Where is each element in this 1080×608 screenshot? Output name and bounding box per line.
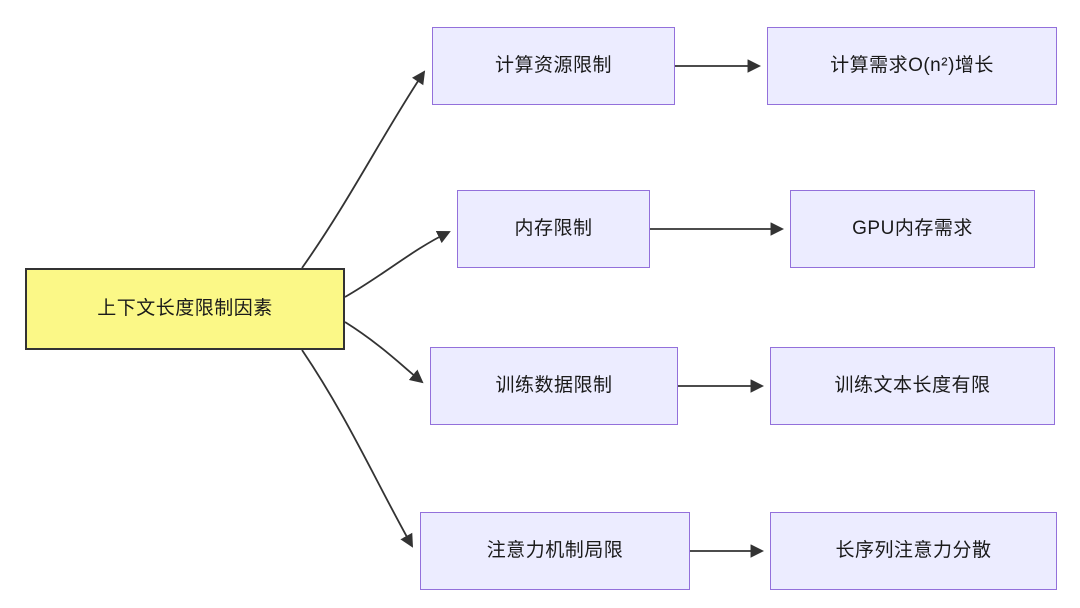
node-root-label: 上下文长度限制因素 xyxy=(97,297,273,319)
edge-root-to-branch3 xyxy=(344,321,424,384)
node-compute-resource-limit: 计算资源限制 xyxy=(432,27,675,105)
edge-root-to-branch4 xyxy=(301,349,413,548)
node-label: 长序列注意力分散 xyxy=(835,539,992,561)
edge-root-to-branch1 xyxy=(301,70,426,269)
edge-root-to-branch2 xyxy=(344,230,451,298)
node-training-text-length-limited: 训练文本长度有限 xyxy=(770,347,1055,425)
node-compute-demand-growth: 计算需求O(n²)增长 xyxy=(767,27,1057,105)
node-label: 注意力机制局限 xyxy=(486,539,624,561)
node-attention-mechanism-limitation: 注意力机制局限 xyxy=(420,512,690,590)
node-root: 上下文长度限制因素 xyxy=(25,268,345,350)
node-memory-limit: 内存限制 xyxy=(457,190,650,268)
node-label: 内存限制 xyxy=(514,217,593,239)
node-label: GPU内存需求 xyxy=(852,217,973,239)
node-long-sequence-attention-dispersion: 长序列注意力分散 xyxy=(770,512,1057,590)
node-label: 计算资源限制 xyxy=(494,54,612,76)
node-label: 训练文本长度有限 xyxy=(834,374,991,396)
node-label: 计算需求O(n²)增长 xyxy=(830,54,994,76)
node-label: 训练数据限制 xyxy=(495,374,613,396)
node-training-data-limit: 训练数据限制 xyxy=(430,347,678,425)
node-gpu-memory-demand: GPU内存需求 xyxy=(790,190,1035,268)
